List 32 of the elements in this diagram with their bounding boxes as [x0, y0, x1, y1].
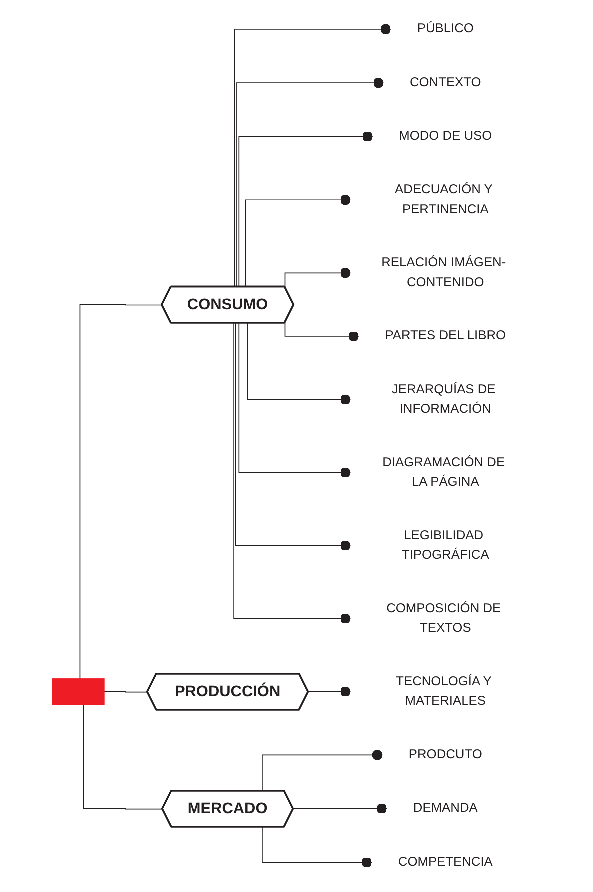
node-text: COMPOSICIÓN DE TEXTOS [386, 601, 502, 636]
connector [83, 704, 164, 810]
node-text: TECNOLOGÍA Y MATERIALES [396, 674, 492, 708]
connector [293, 804, 388, 814]
connector [238, 322, 352, 478]
node-text: PÚBLICO [417, 21, 474, 36]
connector [308, 686, 352, 698]
node-text: MODO DE USO [399, 128, 492, 144]
connector [234, 322, 352, 624]
node-text: DEMANDA [413, 800, 478, 816]
connector [262, 826, 374, 868]
node-text: LEGIBILIDAD TIPOGRÁFICA [402, 528, 490, 562]
connector [238, 132, 374, 288]
connector [236, 78, 385, 288]
node-text: COMPETENCIA [398, 854, 493, 870]
connector [262, 750, 384, 792]
connector [80, 304, 163, 680]
node-bar [52, 678, 105, 706]
node-text: RELACIÓN IMÁGEN- CONTENIDO [382, 256, 506, 290]
node-text: CONTEXTO [410, 75, 482, 90]
node-text: DIAGRAMACIÓN DE LA PÁGINA [382, 455, 506, 490]
node-text: ADECUACIÓN Y PERTINENCIA [395, 182, 493, 216]
connector [284, 322, 360, 342]
node-text: PARTES DEL LIBRO [385, 328, 506, 344]
node-text: JERARQUÍAS DE INFORMACIÓN [392, 382, 496, 416]
connector [284, 268, 352, 288]
connector [235, 322, 352, 552]
node-text: PRODCUTO [408, 747, 482, 762]
connector [245, 194, 352, 288]
connector [234, 24, 392, 288]
connector [247, 322, 352, 406]
connector [104, 691, 148, 693]
